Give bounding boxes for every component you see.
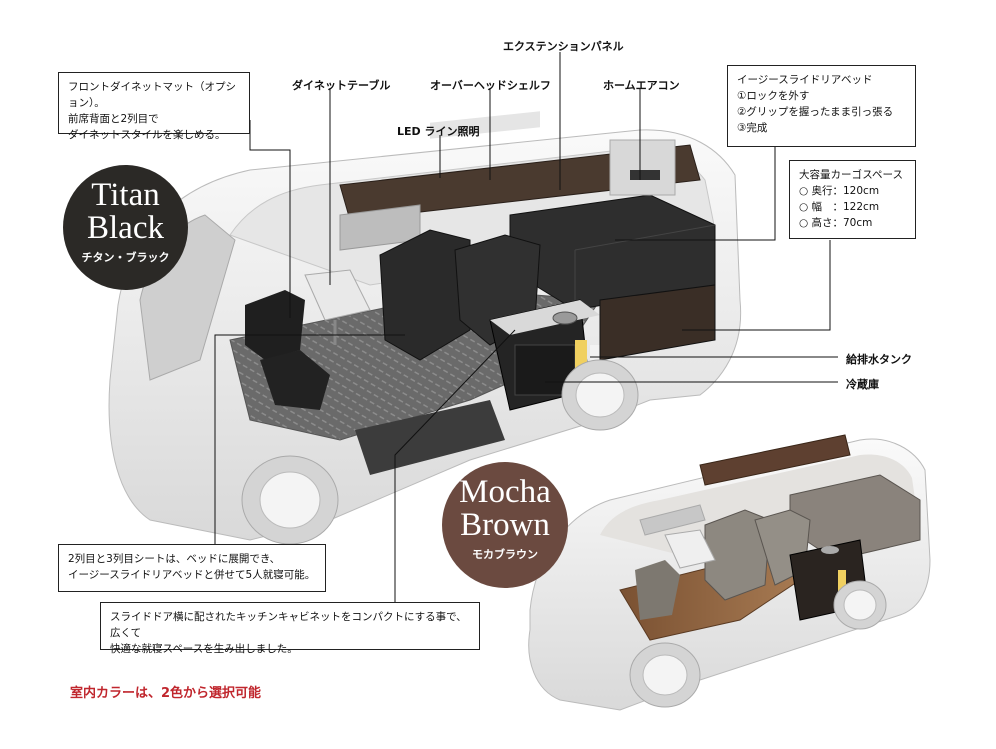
easy-slide-bed-title: イージースライドリアベッド: [737, 74, 873, 86]
cargo-space-width: ○ 幅 ：122cm: [799, 201, 880, 213]
kitchen-line-2: 快適な就寝スペースを生み出しました。: [110, 643, 298, 655]
kitchen-callout: スライドドア横に配されたキッチンキャビネットをコンパクトにする事で、広くて 快適…: [100, 602, 480, 655]
easy-slide-bed-step-3: ③完成: [737, 122, 768, 134]
mocha-brown-badge: Mocha Brown モカブラウン: [442, 462, 568, 588]
front-dinette-line-2: 前席背面と2列目で: [68, 113, 159, 125]
color-choice-footer: 室内カラーは、2色から選択可能: [70, 686, 262, 701]
kitchen-line-1: スライドドア横に配されたキッチンキャビネットをコンパクトにする事で、広くて: [110, 611, 467, 639]
titan-badge-line-2: Black: [87, 210, 164, 246]
label-led-light: LED ライン照明: [397, 125, 480, 138]
cargo-space-height: ○ 高さ：70cm: [799, 217, 873, 229]
titan-badge-line-1: Titan: [91, 177, 160, 213]
mocha-brown-van: [528, 434, 931, 711]
seats-line-2: イージースライドリアベッドと併せて5人就寝可能。: [68, 569, 316, 581]
seats-line-1: 2列目と3列目シートは、ベッドに展開でき、: [68, 553, 281, 565]
seats-callout: 2列目と3列目シートは、ベッドに展開でき、 イージースライドリアベッドと併せて5…: [58, 544, 326, 592]
mocha-badge-line-2: Brown: [460, 507, 550, 543]
easy-slide-bed-step-2: ②グリップを握ったまま引っ張る: [737, 106, 894, 118]
easy-slide-bed-step-1: ①ロックを外す: [737, 90, 810, 102]
label-fridge: 冷蔵庫: [846, 378, 879, 391]
titan-black-badge: Titan Black チタン・ブラック: [63, 165, 188, 290]
label-home-aircon: ホームエアコン: [603, 79, 680, 92]
titan-black-van: [108, 111, 742, 545]
front-dinette-line-1: フロントダイネットマット（オプション）。: [68, 81, 236, 109]
mocha-badge-sub: モカブラウン: [472, 548, 538, 561]
front-dinette-callout: フロントダイネットマット（オプション）。 前席背面と2列目で ダイネットスタイル…: [58, 72, 250, 141]
leader-lines: [214, 52, 838, 603]
label-overhead-shelf: オーバーヘッドシェルフ: [430, 79, 551, 92]
label-dinette-table: ダイネットテーブル: [292, 79, 391, 92]
label-extension-panel: エクステンションパネル: [503, 40, 624, 53]
cargo-space-callout: 大容量カーゴスペース ○ 奥行：120cm ○ 幅 ：122cm ○ 高さ：70…: [789, 160, 916, 239]
cargo-space-depth: ○ 奥行：120cm: [799, 185, 880, 197]
titan-badge-sub: チタン・ブラック: [81, 251, 170, 264]
easy-slide-bed-callout: イージースライドリアベッド ①ロックを外す ②グリップを握ったまま引っ張る ③完…: [727, 65, 916, 147]
cargo-space-title: 大容量カーゴスペース: [799, 169, 903, 181]
label-water-tank: 給排水タンク: [846, 353, 912, 366]
mocha-badge-line-1: Mocha: [459, 474, 551, 510]
front-dinette-line-3: ダイネットスタイルを楽しめる。: [68, 129, 226, 141]
